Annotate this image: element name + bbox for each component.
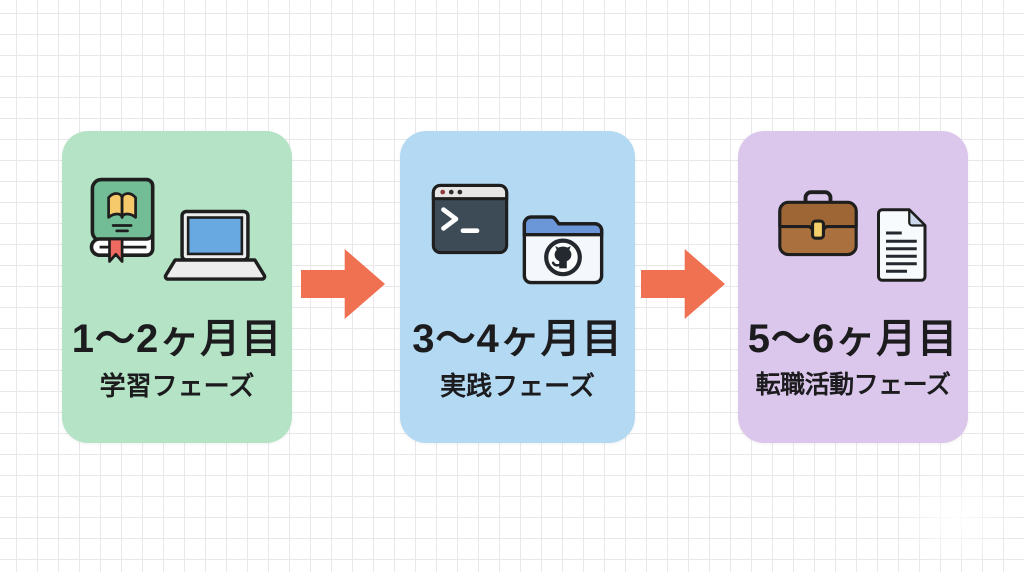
arrow-right-icon	[301, 249, 385, 319]
phase-1-label: 学習フェーズ	[99, 371, 255, 401]
phase-2-label: 実践フェーズ	[440, 371, 595, 401]
phase-3-label: 転職活動フェーズ	[755, 371, 951, 399]
arrow-right-icon	[641, 249, 725, 319]
phase-1-icon-row	[62, 171, 292, 291]
github-folder-icon	[522, 215, 603, 285]
phase-1-months: 1〜2ヶ月目	[71, 317, 283, 361]
phase-card-job-hunting: 5〜6ヶ月目 転職活動フェーズ	[738, 131, 968, 443]
phase-3-months: 5〜6ヶ月目	[747, 317, 959, 361]
phase-2-icon-row	[400, 171, 635, 291]
document-icon	[877, 208, 927, 282]
phase-card-practice: 3〜4ヶ月目 実践フェーズ	[400, 131, 635, 443]
faint-watermark-smudge	[895, 468, 1015, 568]
briefcase-icon	[778, 190, 858, 257]
phase-2-months: 3〜4ヶ月目	[412, 317, 623, 361]
laptop-icon	[163, 209, 267, 281]
phase-card-learning: 1〜2ヶ月目 学習フェーズ	[62, 131, 292, 443]
phase-3-icon-row	[738, 171, 968, 291]
terminal-icon	[431, 183, 508, 255]
book-icon	[89, 177, 155, 263]
